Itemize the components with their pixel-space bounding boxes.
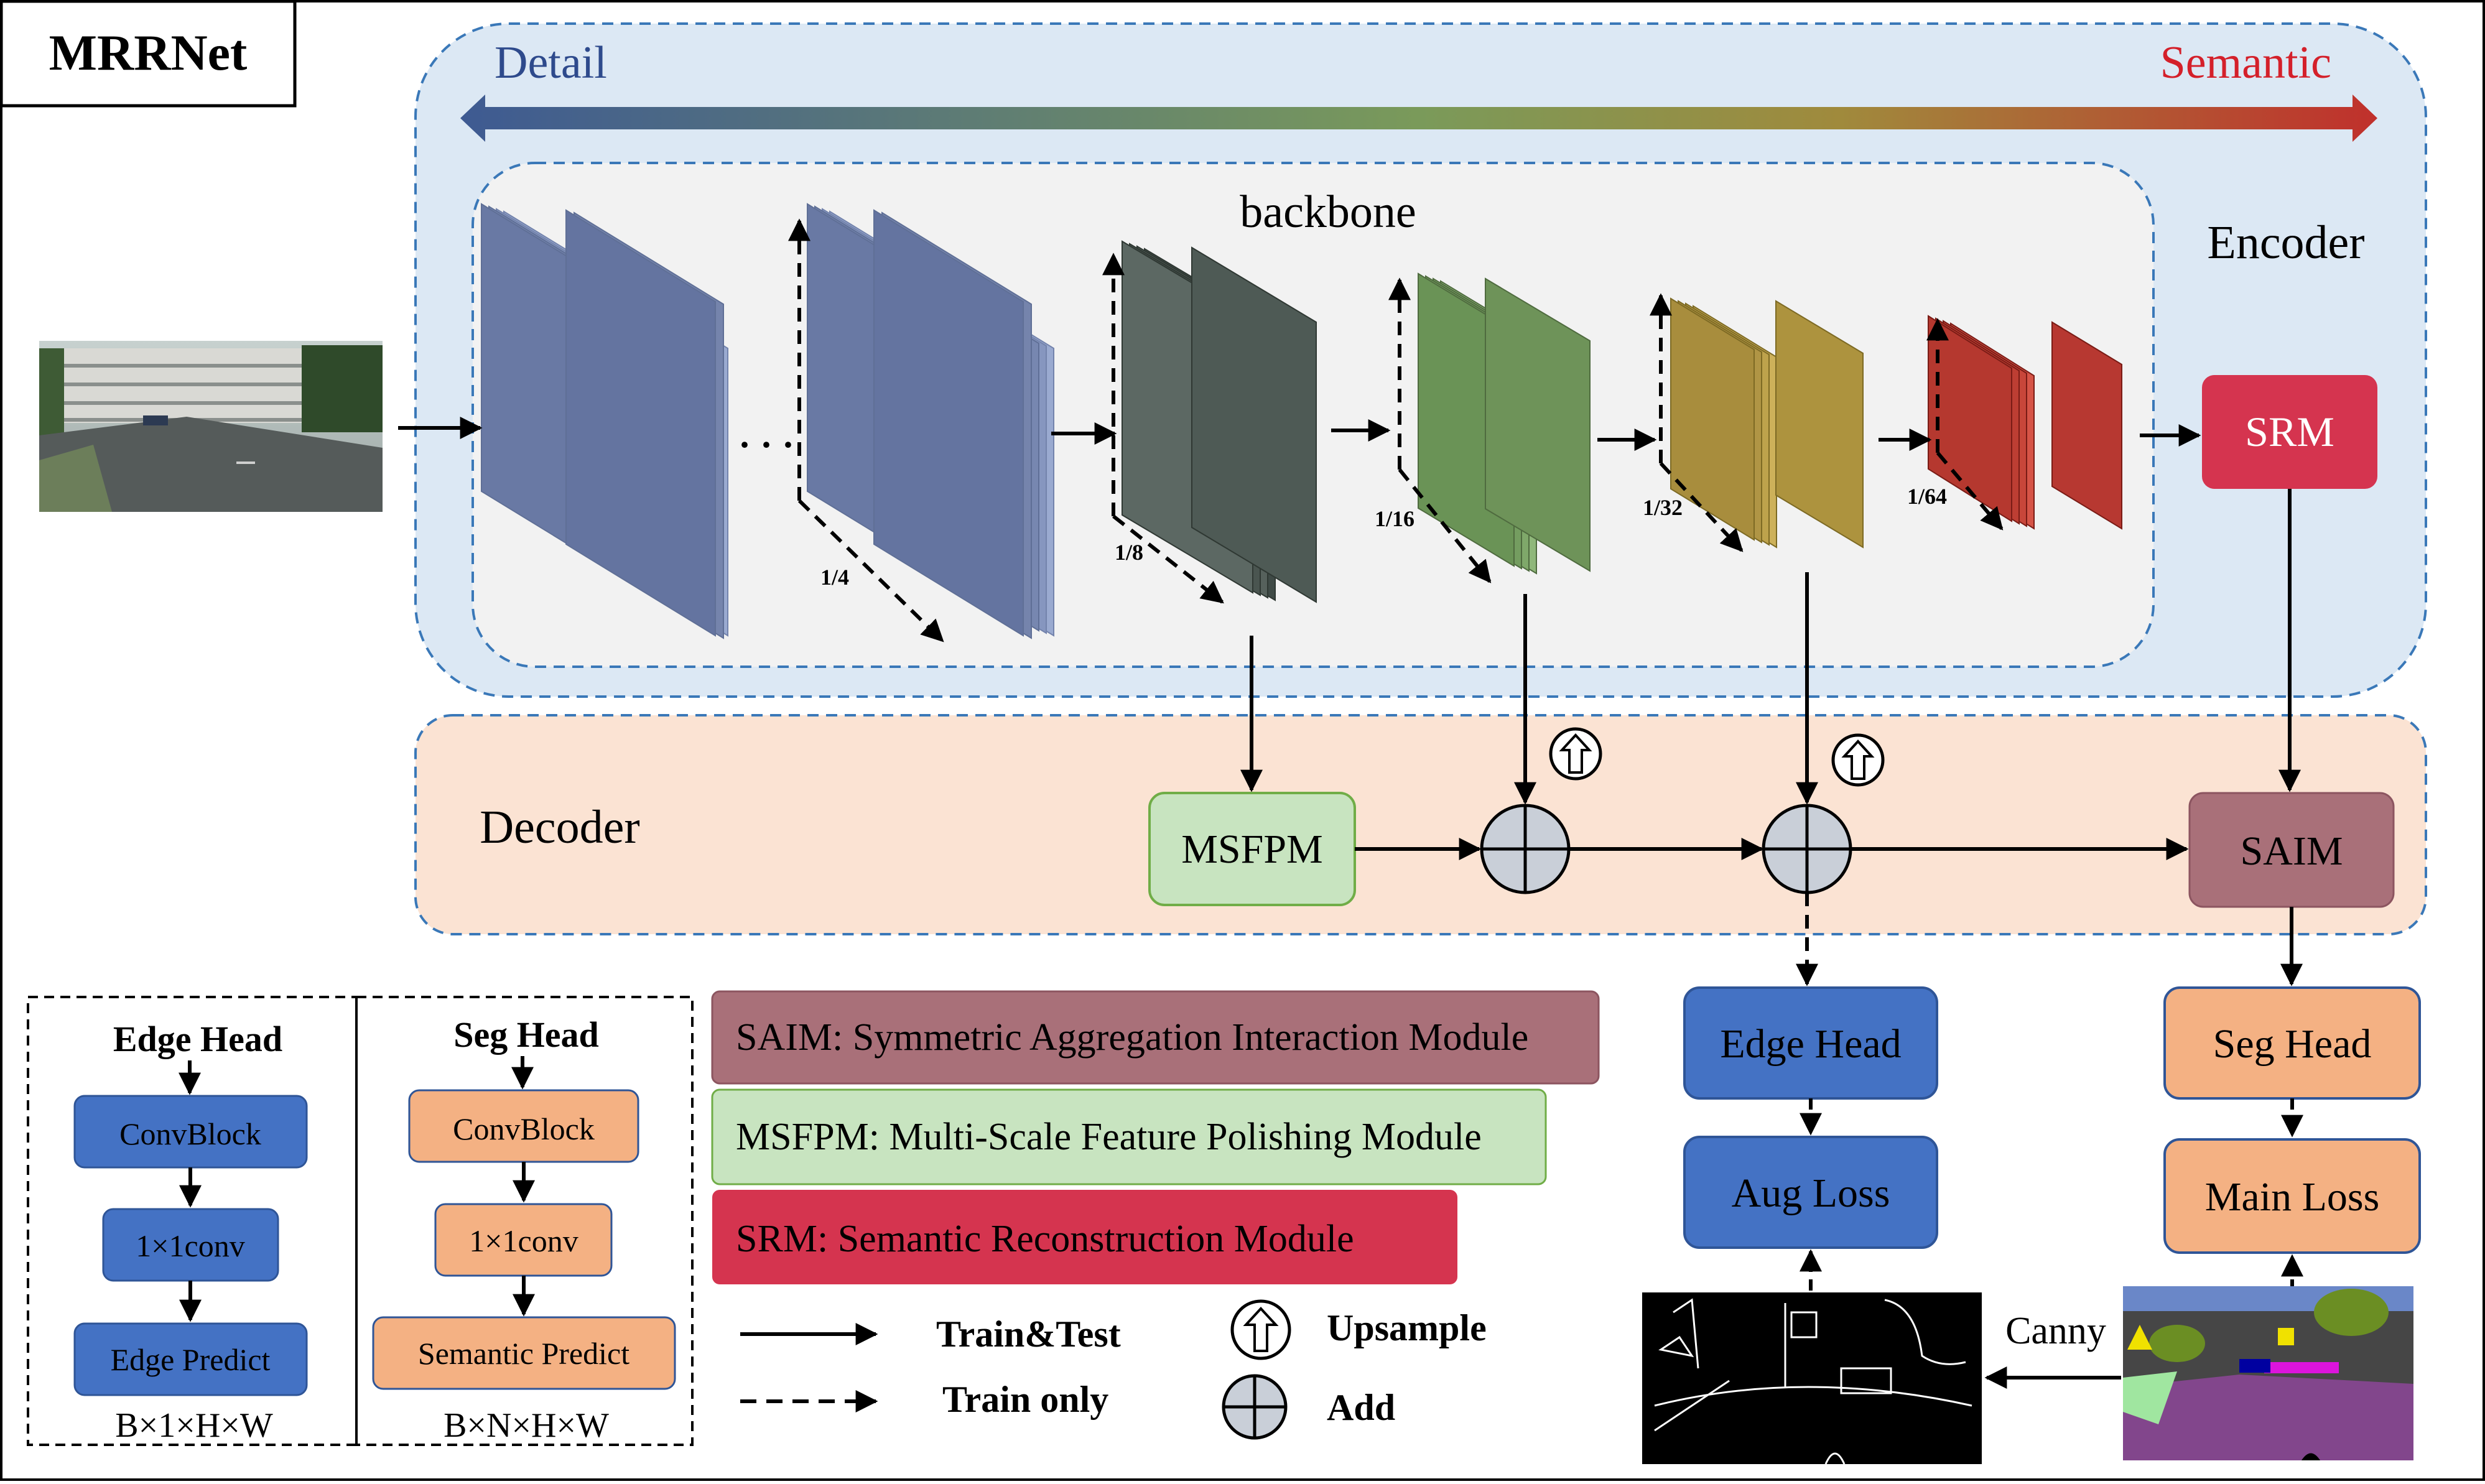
semantic-predict-label: Semantic Predict — [418, 1336, 629, 1371]
seg-convblock-label: ConvBlock — [453, 1111, 595, 1146]
edge-head-detail-title: Edge Head — [113, 1019, 282, 1059]
legend-srm-text: SRM: Semantic Reconstruction Module — [736, 1218, 1354, 1260]
edge-1x1conv-label: 1×1conv — [136, 1228, 244, 1263]
legend-train-test: Train&Test — [740, 1314, 1121, 1355]
seg-head-detail-title: Seg Head — [453, 1014, 599, 1055]
upsample-marker — [1831, 733, 1885, 787]
detail-semantic-arrow — [460, 95, 2377, 142]
edge-head-label: Edge Head — [1720, 1021, 1901, 1067]
main-loss-module: Main Loss — [2163, 1138, 2421, 1254]
scale-label-1-8: 1/8 — [1115, 540, 1143, 565]
stage1-feature-block — [481, 203, 728, 639]
seg-head-detail-panel: Seg Head ConvBlock 1×1conv Semantic Pred… — [355, 996, 694, 1446]
decoder-region — [414, 714, 2427, 935]
legend-saim: SAIM: Symmetric Aggregation Interaction … — [711, 990, 1600, 1085]
edge-shape-label: B×1×H×W — [115, 1406, 273, 1445]
seg-head-module: Seg Head — [2163, 986, 2421, 1100]
upsample-marker — [1549, 727, 1602, 781]
stage2-feature-block — [1122, 240, 1317, 603]
add-node — [1480, 804, 1571, 894]
input-street-image — [39, 341, 383, 512]
legend-saim-text: SAIM: Symmetric Aggregation Interaction … — [736, 1016, 1528, 1059]
scale-label-1-16: 1/16 — [1375, 506, 1414, 531]
segmentation-map-image — [2123, 1286, 2413, 1460]
diagram-title: MRRNet — [49, 24, 248, 81]
aug-loss-label: Aug Loss — [1732, 1171, 1890, 1216]
detail-label: Detail — [495, 37, 607, 88]
main-loss-label: Main Loss — [2205, 1174, 2380, 1220]
edge-map-image — [1642, 1292, 1982, 1465]
scale-label-1-64: 1/64 — [1907, 484, 1947, 509]
legend-msfpm-text: MSFPM: Multi-Scale Feature Polishing Mod… — [736, 1116, 1482, 1158]
upsample-icon — [1230, 1299, 1291, 1360]
msfpm-module: MSFPM — [1148, 792, 1356, 906]
ellipsis: · · · — [738, 424, 794, 465]
train-only-downsample-arrows — [788, 218, 2004, 642]
stage1b-feature-block — [807, 203, 1054, 639]
legend-train-test-text: Train&Test — [936, 1314, 1121, 1355]
seg-1x1conv-label: 1×1conv — [469, 1223, 578, 1258]
saim-label: SAIM — [2240, 828, 2343, 874]
edge-predict-label: Edge Predict — [111, 1342, 271, 1377]
semantic-label: Semantic — [2160, 37, 2331, 88]
seg-shape-label: B×N×H×W — [444, 1406, 609, 1445]
backbone-label: backbone — [1240, 187, 1416, 238]
edge-convblock-label: ConvBlock — [119, 1116, 261, 1151]
legend-upsample-text: Upsample — [1327, 1307, 1487, 1348]
legend-msfpm: MSFPM: Multi-Scale Feature Polishing Mod… — [711, 1088, 1547, 1185]
legend-train-only: Train only — [740, 1379, 1108, 1420]
scale-label-1-32: 1/32 — [1643, 495, 1683, 520]
srm-label: SRM — [2245, 408, 2334, 455]
legend-upsample: Upsample — [1230, 1299, 1487, 1360]
title-box: MRRNet — [0, 0, 297, 108]
decoder-label: Decoder — [480, 801, 639, 853]
seg-head-label: Seg Head — [2213, 1021, 2372, 1067]
legend-add: Add — [1222, 1374, 1395, 1440]
stage4-feature-block — [1670, 297, 1864, 549]
srm-module: SRM — [2202, 375, 2377, 489]
stage3-feature-block — [1418, 272, 1591, 575]
canny-label: Canny — [2005, 1310, 2106, 1352]
add-node — [1762, 804, 1852, 894]
encoder-label: Encoder — [2207, 216, 2364, 269]
saim-module: SAIM — [2188, 792, 2395, 908]
legend-add-text: Add — [1327, 1387, 1395, 1428]
msfpm-label: MSFPM — [1181, 827, 1323, 872]
edge-head-detail-panel: Edge Head ConvBlock 1×1conv Edge Predict… — [27, 996, 358, 1446]
forward-arrows — [398, 417, 2201, 451]
edge-head-module: Edge Head — [1683, 986, 1938, 1100]
decoder-input-arrows — [1240, 489, 2301, 805]
scale-label-1-4: 1/4 — [820, 565, 849, 590]
aug-loss-module: Aug Loss — [1683, 1136, 1938, 1249]
legend-srm: SRM: Semantic Reconstruction Module — [712, 1190, 1457, 1284]
legend-train-only-text: Train only — [942, 1379, 1108, 1420]
